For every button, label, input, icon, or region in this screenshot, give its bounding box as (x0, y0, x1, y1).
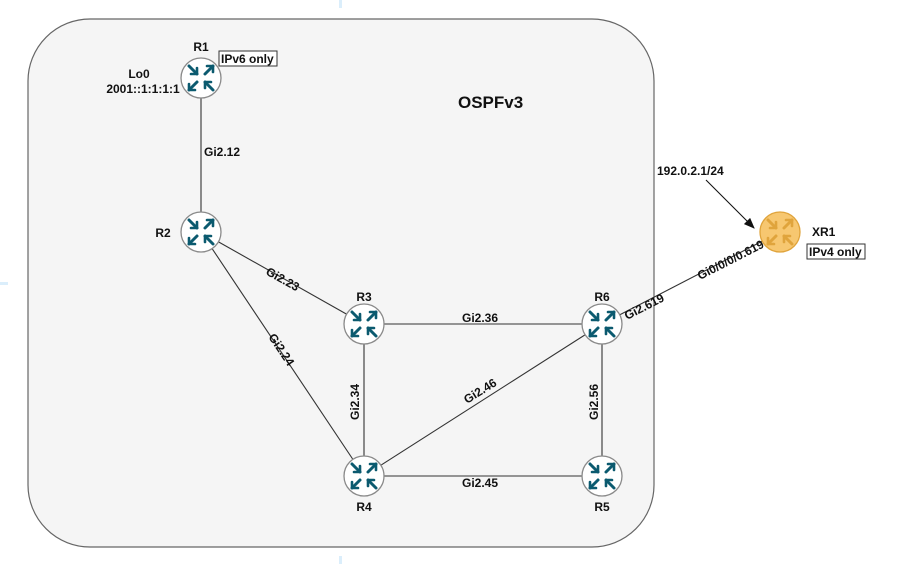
link-r4-r6 (363, 323, 603, 477)
page-guide-marker (0, 282, 8, 285)
link-label-r1-r2: Gi2.12 (204, 145, 240, 159)
page-guide-marker (339, 556, 342, 564)
link-label-xr1-side: Gi0/0/0/0.619 (695, 237, 766, 283)
router-label: R6 (594, 290, 610, 304)
link-label-r6-r5: Gi2.56 (587, 384, 601, 420)
ospf-area-container (27, 18, 655, 548)
router-label: R3 (356, 290, 372, 304)
link-label-r3-r6: Gi2.36 (462, 311, 498, 325)
router-label: XR1 (812, 225, 836, 239)
link-r2-r4 (200, 231, 365, 477)
address-arrow (705, 179, 755, 229)
loopback-address-label: 2001::1:1:1:1 (106, 82, 180, 96)
router-icon (180, 57, 222, 99)
link-label-r3-r4: Gi2.34 (348, 384, 362, 420)
router-icon (343, 303, 385, 345)
links-group (200, 78, 781, 477)
router-icon (759, 211, 801, 253)
router-r4[interactable]: R4 (343, 455, 385, 514)
xr1-address-label: 192.0.2.1/24 (657, 164, 724, 178)
router-label: R5 (594, 500, 610, 514)
router-r1[interactable]: R1 Lo0 2001::1:1:1:1 IPv6 only (106, 40, 278, 99)
loopback-name-label: Lo0 (128, 67, 150, 81)
router-r2[interactable]: R2 (155, 211, 222, 253)
router-r5[interactable]: R5 (581, 455, 623, 514)
router-icon (581, 303, 623, 345)
router-icon (581, 455, 623, 497)
router-r6[interactable]: R6 (581, 290, 623, 345)
link-label-r4-r5: Gi2.45 (462, 476, 498, 490)
router-note: IPv6 only (221, 52, 274, 66)
area-title: OSPFv3 (458, 93, 523, 112)
router-icon (343, 455, 385, 497)
page-guide-marker (339, 0, 342, 8)
router-label: R1 (193, 40, 209, 54)
router-note: IPv4 only (809, 245, 862, 259)
router-label: R4 (356, 500, 372, 514)
router-xr1[interactable]: XR1 IPv4 only (759, 211, 866, 260)
note-box (218, 50, 278, 67)
router-r3[interactable]: R3 (343, 290, 385, 345)
link-r6-xr1 (601, 231, 781, 325)
router-icon (180, 211, 222, 253)
link-r2-r3 (200, 231, 365, 325)
router-label: R2 (155, 226, 171, 240)
note-box (806, 243, 866, 260)
